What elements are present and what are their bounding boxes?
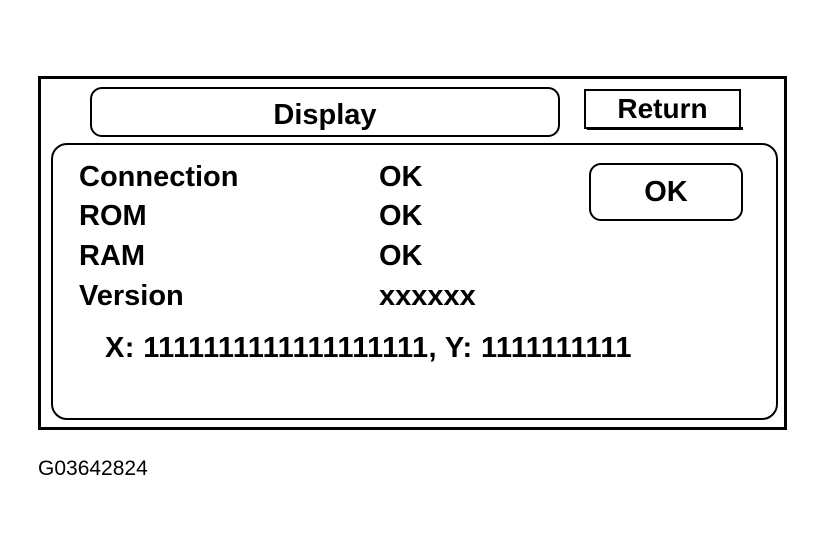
ok-button-label: OK — [644, 175, 688, 208]
ok-button[interactable]: OK — [589, 163, 743, 221]
rom-label: ROM — [79, 200, 147, 232]
page-title: Display — [90, 87, 560, 137]
version-value: xxxxxx — [379, 280, 476, 312]
status-panel — [51, 143, 778, 420]
page-title-text: Display — [273, 98, 377, 131]
figure-id: G03642824 — [38, 457, 148, 480]
return-button[interactable]: Return — [584, 89, 741, 129]
ram-value: OK — [379, 240, 423, 272]
version-label: Version — [79, 280, 184, 312]
coordinates-readout: X: 1111111111111111111, Y: 1111111111 — [105, 332, 632, 364]
connection-value: OK — [379, 161, 423, 193]
return-button-label: Return — [617, 93, 708, 124]
connection-label: Connection — [79, 161, 239, 193]
rom-value: OK — [379, 200, 423, 232]
ram-label: RAM — [79, 240, 146, 272]
